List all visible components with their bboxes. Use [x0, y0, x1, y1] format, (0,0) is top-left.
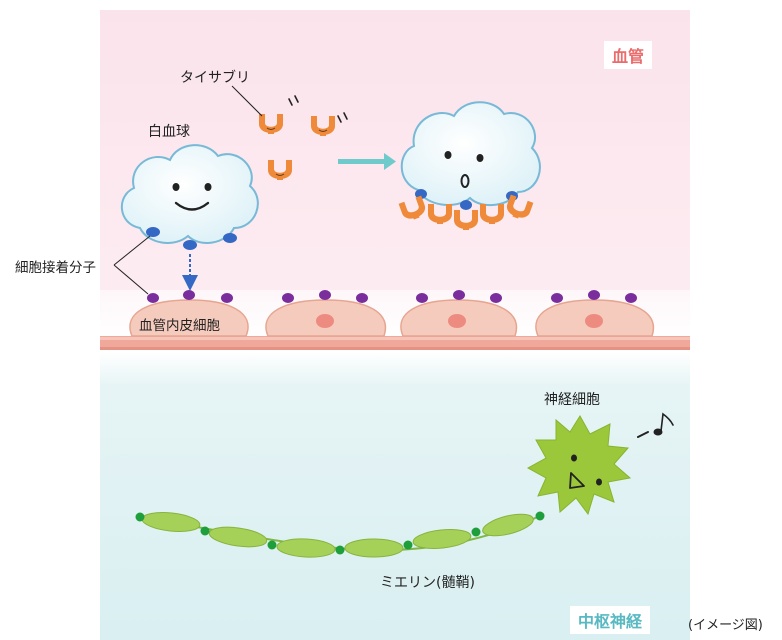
- leukocyte-left: [120, 144, 259, 291]
- integrin-receptor: [415, 189, 427, 199]
- leukocyte-label: 白血球: [148, 124, 190, 140]
- endothelial-cell: [400, 299, 518, 337]
- music-note-icon: [637, 412, 674, 438]
- antibody-icon: [268, 160, 292, 180]
- adhesion-molecules: [147, 290, 637, 303]
- endothelial-cells: [129, 299, 655, 337]
- myelin-label: ミエリン(髄鞘): [380, 575, 475, 591]
- image-note: (イメージ図): [688, 618, 763, 633]
- integrin-receptor: [223, 233, 237, 243]
- antibody-group: [231, 85, 348, 180]
- vessel-wall: [100, 336, 690, 350]
- ranvier-nodes: [135, 511, 545, 555]
- surprised-face-icon: [444, 151, 484, 188]
- tysabri-leader-line: [231, 85, 263, 117]
- face-icon: [172, 183, 212, 211]
- neuron-face-icon: [569, 454, 602, 489]
- endothelial-cell: [535, 299, 655, 337]
- bound-antibody-icon: [507, 194, 534, 219]
- bound-antibody-icon: [454, 210, 478, 230]
- bound-antibody-icon: [428, 204, 452, 224]
- cns-tag: 中枢神経: [570, 606, 651, 634]
- motion-lines-icon: [288, 95, 348, 123]
- neuron: [526, 412, 674, 516]
- endothelial-cell-label: 血管内皮細胞: [139, 318, 220, 334]
- antibody-icon: [311, 116, 335, 136]
- antibody-icon: [259, 114, 283, 134]
- adhesion-molecule-label: 細胞接着分子: [15, 260, 96, 276]
- tysabri-label: タイサブリ: [180, 70, 250, 86]
- transition-arrow: [338, 153, 396, 170]
- bound-antibody-icon: [398, 195, 425, 220]
- myelin-segments: [141, 512, 534, 558]
- integrin-receptor: [146, 227, 160, 237]
- adhesion-leader-lines: [113, 235, 151, 295]
- integrin-receptor: [183, 240, 197, 250]
- integrin-receptor: [460, 200, 472, 210]
- endothelial-cell: [265, 299, 387, 337]
- vessel-tag: 血管: [604, 41, 653, 69]
- endothelial-cell: [129, 299, 249, 337]
- leukocyte-right: [398, 101, 541, 230]
- myelin-axon: [135, 511, 545, 558]
- bound-antibody-icon: [480, 204, 504, 224]
- neuron-label: 神経細胞: [544, 392, 600, 408]
